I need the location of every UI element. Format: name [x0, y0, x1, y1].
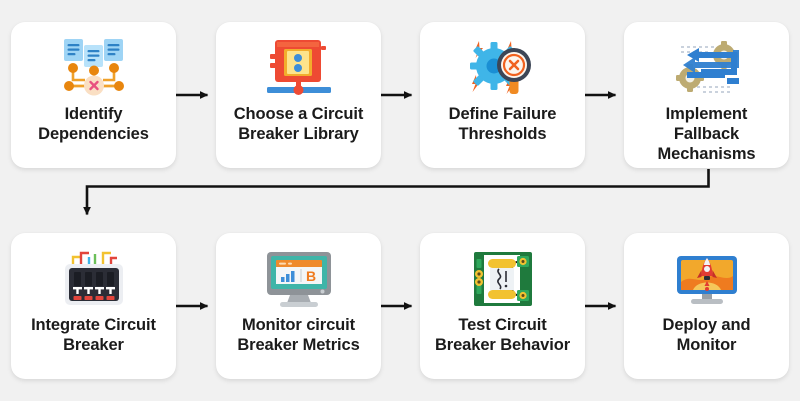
step-card-label: Choose a Circuit Breaker Library	[233, 105, 364, 144]
monitor-metrics-icon: B	[260, 245, 338, 313]
step-card-deploy-monitor[interactable]: Deploy and Monitor	[624, 233, 789, 379]
step-card-label: Deploy and Monitor	[662, 316, 751, 355]
gear-magnifier-error-icon	[464, 34, 542, 102]
step-card-label: Implement Fallback Mechanisms	[657, 105, 756, 164]
step-card-identify-dependencies[interactable]: Identify Dependencies	[11, 22, 176, 168]
step-card-define-thresholds[interactable]: Define Failure Thresholds	[420, 22, 585, 168]
step-card-label: Integrate Circuit Breaker	[31, 316, 156, 355]
step-card-integrate-breaker[interactable]: Integrate Circuit Breaker	[11, 233, 176, 379]
step-card-label: Identify Dependencies	[38, 105, 149, 144]
dependency-graph-icon	[55, 34, 133, 102]
step-card-label: Define Failure Thresholds	[448, 105, 557, 144]
step-card-choose-library[interactable]: Choose a Circuit Breaker Library	[216, 22, 381, 168]
circuit-board-fuse-icon	[464, 245, 542, 313]
rocket-launch-monitor-icon	[668, 245, 746, 313]
step-card-monitor-metrics[interactable]: B Monitor circuit Breaker Metrics	[216, 233, 381, 379]
step-card-implement-fallback[interactable]: Implement Fallback Mechanisms	[624, 22, 789, 168]
svg-text:B: B	[306, 268, 316, 284]
breaker-panel-icon	[55, 245, 133, 313]
step-card-test-behavior[interactable]: Test Circuit Breaker Behavior	[420, 233, 585, 379]
step-card-label: Monitor circuit Breaker Metrics	[237, 316, 360, 355]
circuit-chip-module-icon	[260, 34, 338, 102]
fallback-gears-arrows-icon	[668, 34, 746, 102]
step-card-label: Test Circuit Breaker Behavior	[434, 316, 571, 355]
arrow-step4-to-step5	[83, 169, 710, 216]
